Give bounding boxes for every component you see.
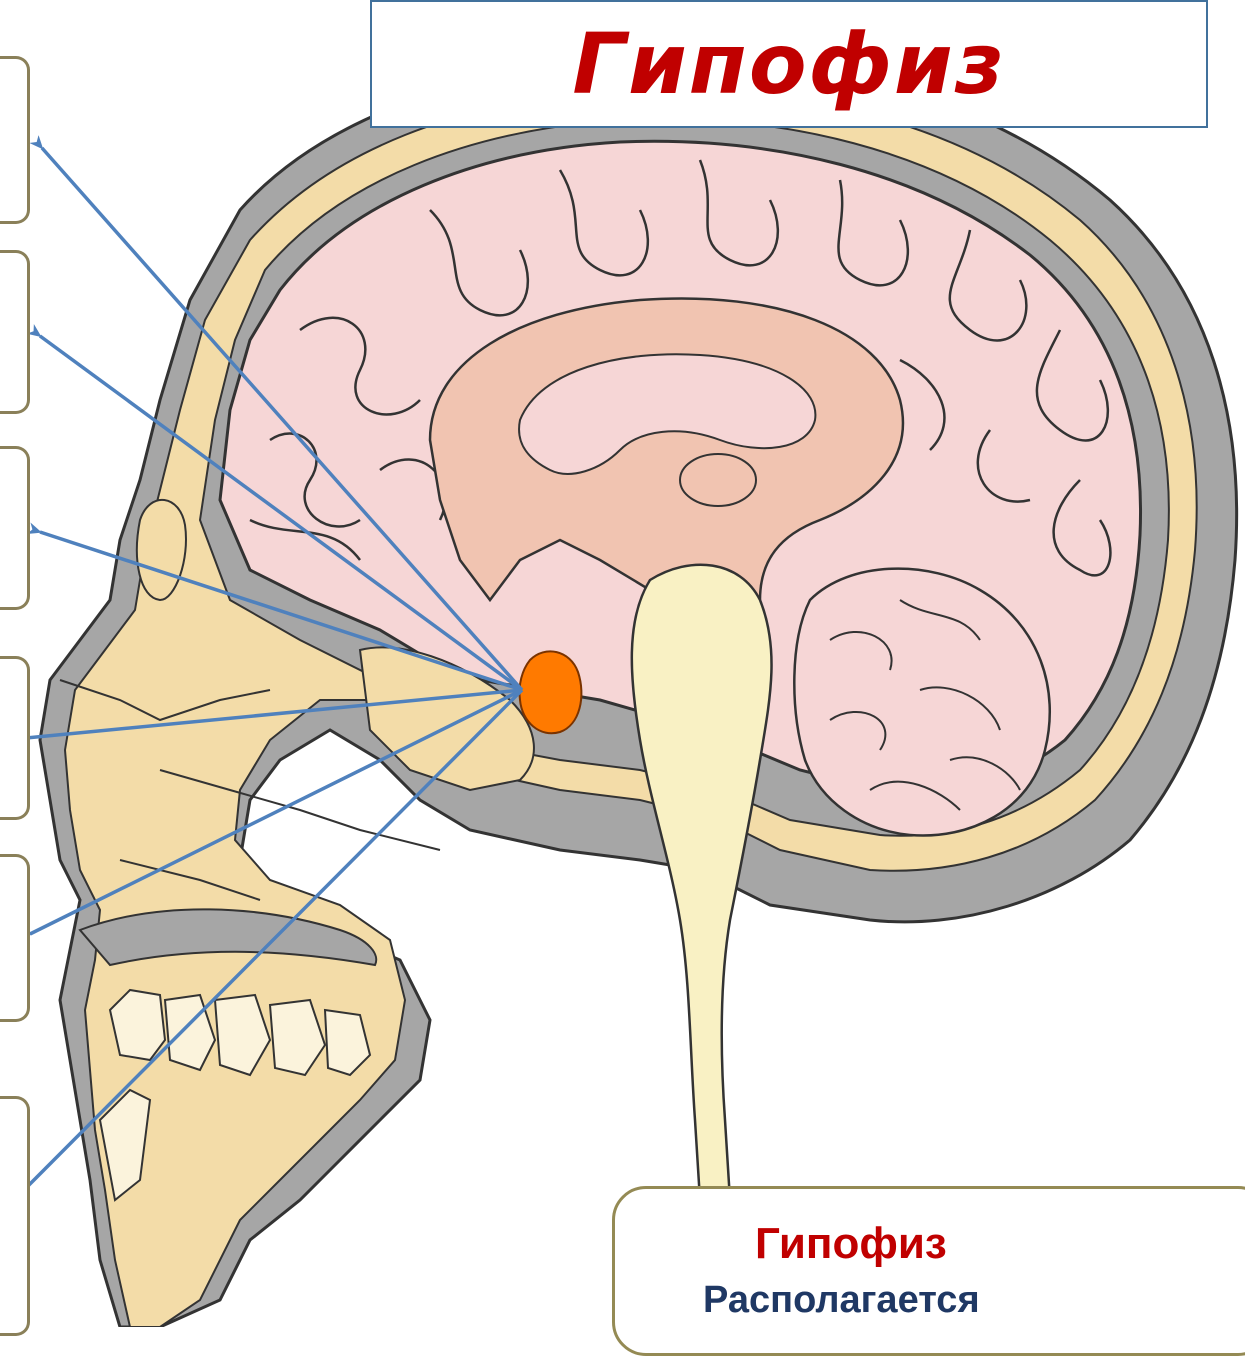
label-box-2: [0, 250, 30, 414]
info-text: Располагается: [703, 1279, 980, 1322]
pituitary-gland-icon: [519, 651, 581, 733]
diagram-stage: Гипофиз Гипофиз Располагается: [0, 0, 1245, 1327]
label-box-3: [0, 446, 30, 610]
label-box-1: [0, 56, 30, 224]
page-title: Гипофиз: [572, 15, 1005, 113]
thalamus: [680, 454, 756, 506]
title-box: Гипофиз: [370, 0, 1208, 128]
label-box-6: [0, 1096, 30, 1336]
info-box: Гипофиз Располагается: [612, 1186, 1245, 1356]
head-sagittal-section: [0, 0, 1245, 1327]
info-heading: Гипофиз: [755, 1219, 947, 1269]
label-box-4: [0, 656, 30, 820]
label-box-5: [0, 854, 30, 1022]
